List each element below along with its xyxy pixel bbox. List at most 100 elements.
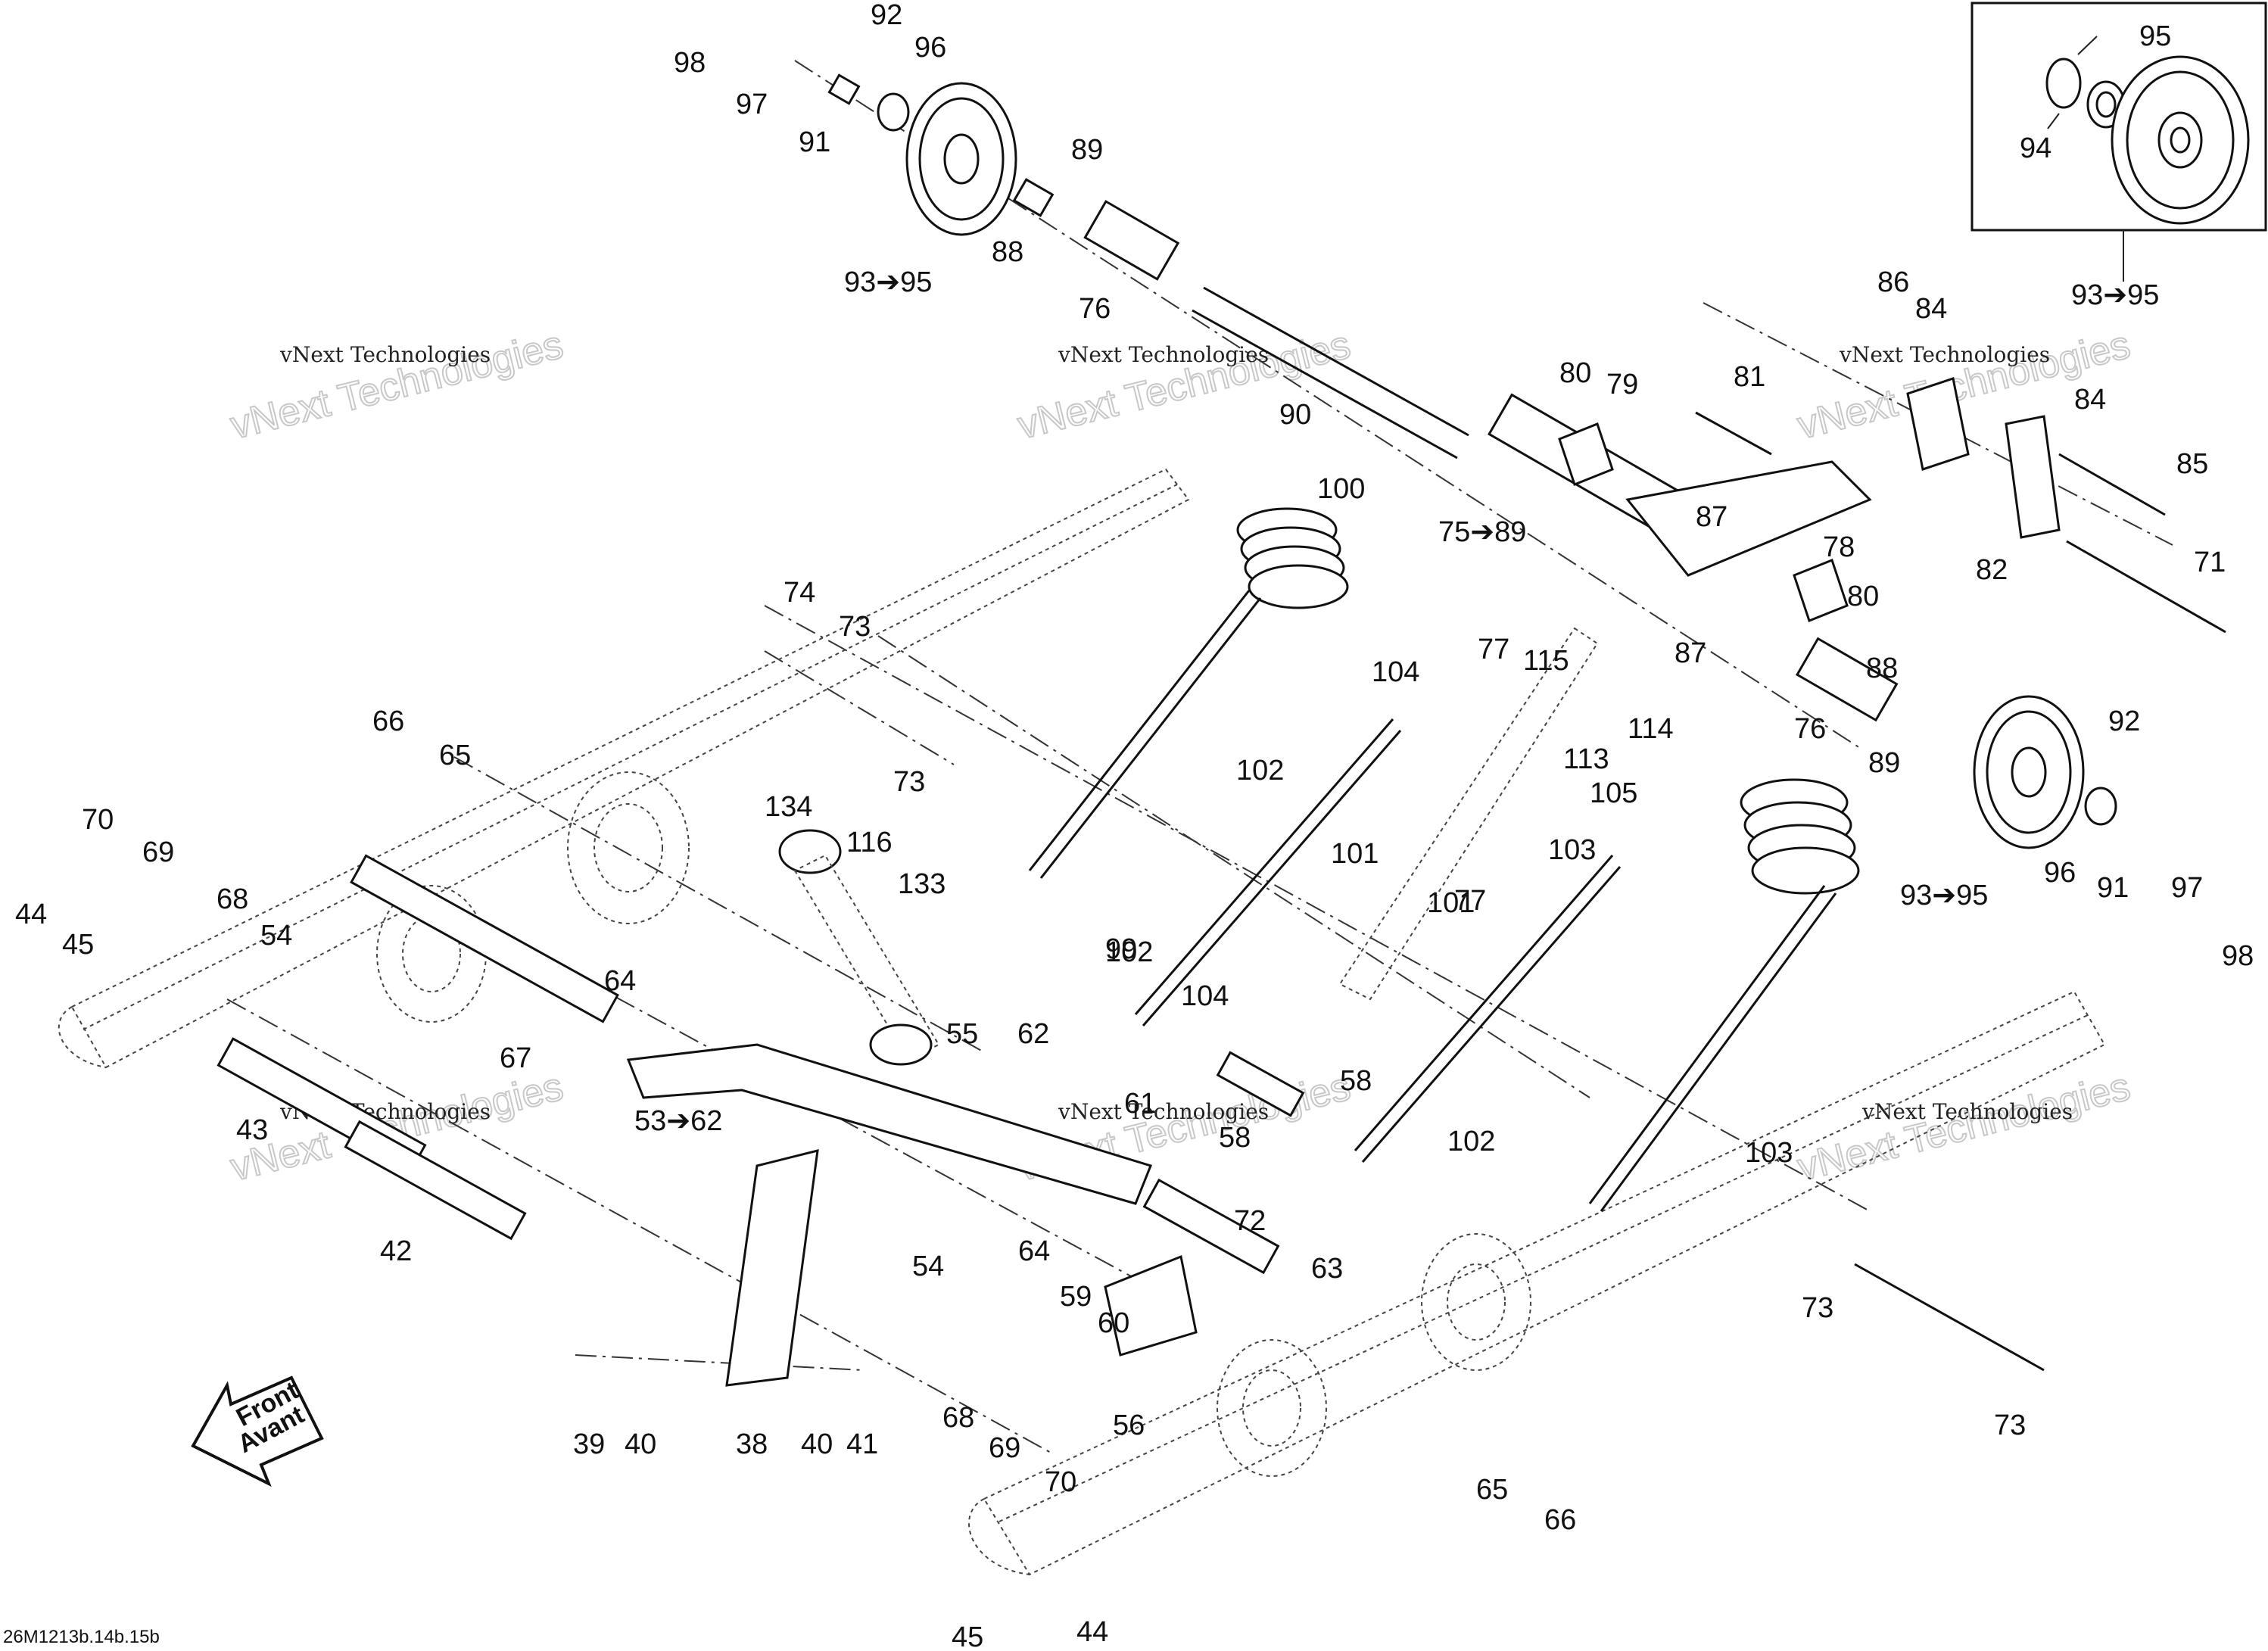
part-label-44: 44 <box>15 899 47 930</box>
part-label-91: 91 <box>799 126 830 158</box>
inset-box <box>1970 2 2267 282</box>
part-label-39: 39 <box>573 1428 605 1460</box>
bushing-91 <box>827 73 861 105</box>
part-label-64: 64 <box>604 965 636 997</box>
part-label-116: 116 <box>846 827 893 858</box>
part-label-60: 60 <box>1098 1307 1129 1339</box>
part-label-101: 101 <box>1427 887 1475 919</box>
part-label-96: 96 <box>914 32 946 64</box>
part-label-71: 71 <box>2194 547 2226 578</box>
part-label-98: 98 <box>674 47 706 79</box>
part-label-62: 62 <box>1017 1018 1049 1050</box>
right-rail-wheel-1 <box>1421 1233 1531 1371</box>
part-label-100: 100 <box>1317 473 1365 505</box>
part-label-134: 134 <box>765 791 812 823</box>
front-arrow-icon <box>191 1375 324 1487</box>
part-label-43: 43 <box>236 1114 268 1146</box>
rear-arm-assembly <box>1558 377 2226 634</box>
bolt-85 <box>2058 453 2166 516</box>
part-label-85: 85 <box>2176 448 2208 480</box>
part-label-90: 90 <box>1279 399 1311 431</box>
front-arrow: Front Avant <box>191 1375 324 1487</box>
right-rail-outline <box>983 990 2106 1576</box>
link-arm-38 <box>725 1149 819 1387</box>
part-label-41: 41 <box>846 1428 878 1460</box>
part-label-96: 96 <box>2044 857 2076 889</box>
inset-labels: 95 94 93➔95 <box>2020 20 2171 311</box>
part-label-73: 73 <box>839 611 871 643</box>
part-label-84: 84 <box>1915 293 1947 325</box>
inset-ring-94 <box>2045 58 2082 109</box>
part-label-79: 79 <box>1606 369 1638 400</box>
part-label-66: 66 <box>1544 1504 1576 1536</box>
part-label-88: 88 <box>992 236 1023 268</box>
shaft-90 <box>1203 286 1469 437</box>
inset-frame <box>1970 2 2267 232</box>
part-label-44: 44 <box>1076 1616 1108 1648</box>
part-label-74: 74 <box>784 577 815 609</box>
part-label-87: 87 <box>1696 501 1727 533</box>
part-label-104: 104 <box>1372 656 1419 688</box>
part-label-54: 54 <box>260 920 292 952</box>
part-label-102: 102 <box>1105 936 1153 968</box>
tube-63 <box>1142 1178 1280 1275</box>
inset-label: 93➔95 <box>2071 279 2159 311</box>
part-label-72: 72 <box>1234 1205 1266 1237</box>
part-label-133: 133 <box>898 868 946 900</box>
part-label-93-95: 93➔95 <box>1900 880 1988 911</box>
part-label-97: 97 <box>736 89 768 120</box>
block-78 <box>1793 559 1849 622</box>
reference-code: 26M1213b.14b.15b <box>3 1627 160 1647</box>
part-label-80: 80 <box>1559 357 1591 389</box>
part-label-105: 105 <box>1590 777 1637 809</box>
part-label-70: 70 <box>82 804 114 836</box>
front-arm-53 <box>626 1043 1152 1205</box>
inset-label: 94 <box>2020 132 2051 164</box>
part-label-68: 68 <box>217 883 248 915</box>
part-label-38: 38 <box>736 1428 768 1460</box>
part-label-53-62: 53➔62 <box>634 1105 722 1137</box>
watermark-small: vNext Technologies <box>279 342 491 367</box>
inset-wheel-bore <box>2170 126 2191 154</box>
part-label-70: 70 <box>1045 1466 1076 1498</box>
inset-label: 95 <box>2139 20 2171 52</box>
shock-116 <box>793 854 940 1061</box>
block-79 <box>1558 422 1614 486</box>
part-label-84: 84 <box>2074 384 2106 416</box>
part-label-113: 113 <box>1563 743 1609 775</box>
part-label-102: 102 <box>1447 1126 1495 1157</box>
part-label-55: 55 <box>946 1018 978 1050</box>
part-label-63: 63 <box>1311 1253 1343 1285</box>
part-label-80: 80 <box>1847 581 1879 612</box>
part-label-89: 89 <box>1071 134 1103 166</box>
part-label-68: 68 <box>942 1402 974 1434</box>
spring-100 <box>1028 507 1349 879</box>
pin-81 <box>1695 411 1772 456</box>
part-label-91: 91 <box>2097 872 2129 904</box>
part-label-101: 101 <box>1331 838 1379 870</box>
cross-tubes <box>217 854 2045 1372</box>
shaft-71 <box>2066 540 2226 634</box>
part-label-99: 99 <box>1105 933 1137 965</box>
part-label-45: 45 <box>952 1621 983 1651</box>
part-label-97: 97 <box>2171 872 2203 904</box>
part-label-93-95: 93➔95 <box>844 266 932 298</box>
part-label-73: 73 <box>1994 1410 2026 1441</box>
part-label-102: 102 <box>1236 755 1284 787</box>
part-label-103: 103 <box>1548 834 1596 866</box>
part-label-42: 42 <box>380 1235 412 1267</box>
left-rail-outline <box>70 468 1190 1069</box>
part-label-82: 82 <box>1976 554 2008 586</box>
tube-76-right <box>1795 637 1899 722</box>
part-label-77: 77 <box>1478 634 1509 665</box>
spacer-88 <box>1012 178 1055 217</box>
tube-67 <box>350 854 619 1023</box>
part-label-114: 114 <box>1628 713 1674 745</box>
part-label-45: 45 <box>62 929 94 961</box>
right-rail-wheel-2 <box>1217 1339 1327 1477</box>
part-label-78: 78 <box>1823 531 1855 563</box>
part-label-54: 54 <box>912 1251 944 1282</box>
part-label-88: 88 <box>1866 653 1898 684</box>
